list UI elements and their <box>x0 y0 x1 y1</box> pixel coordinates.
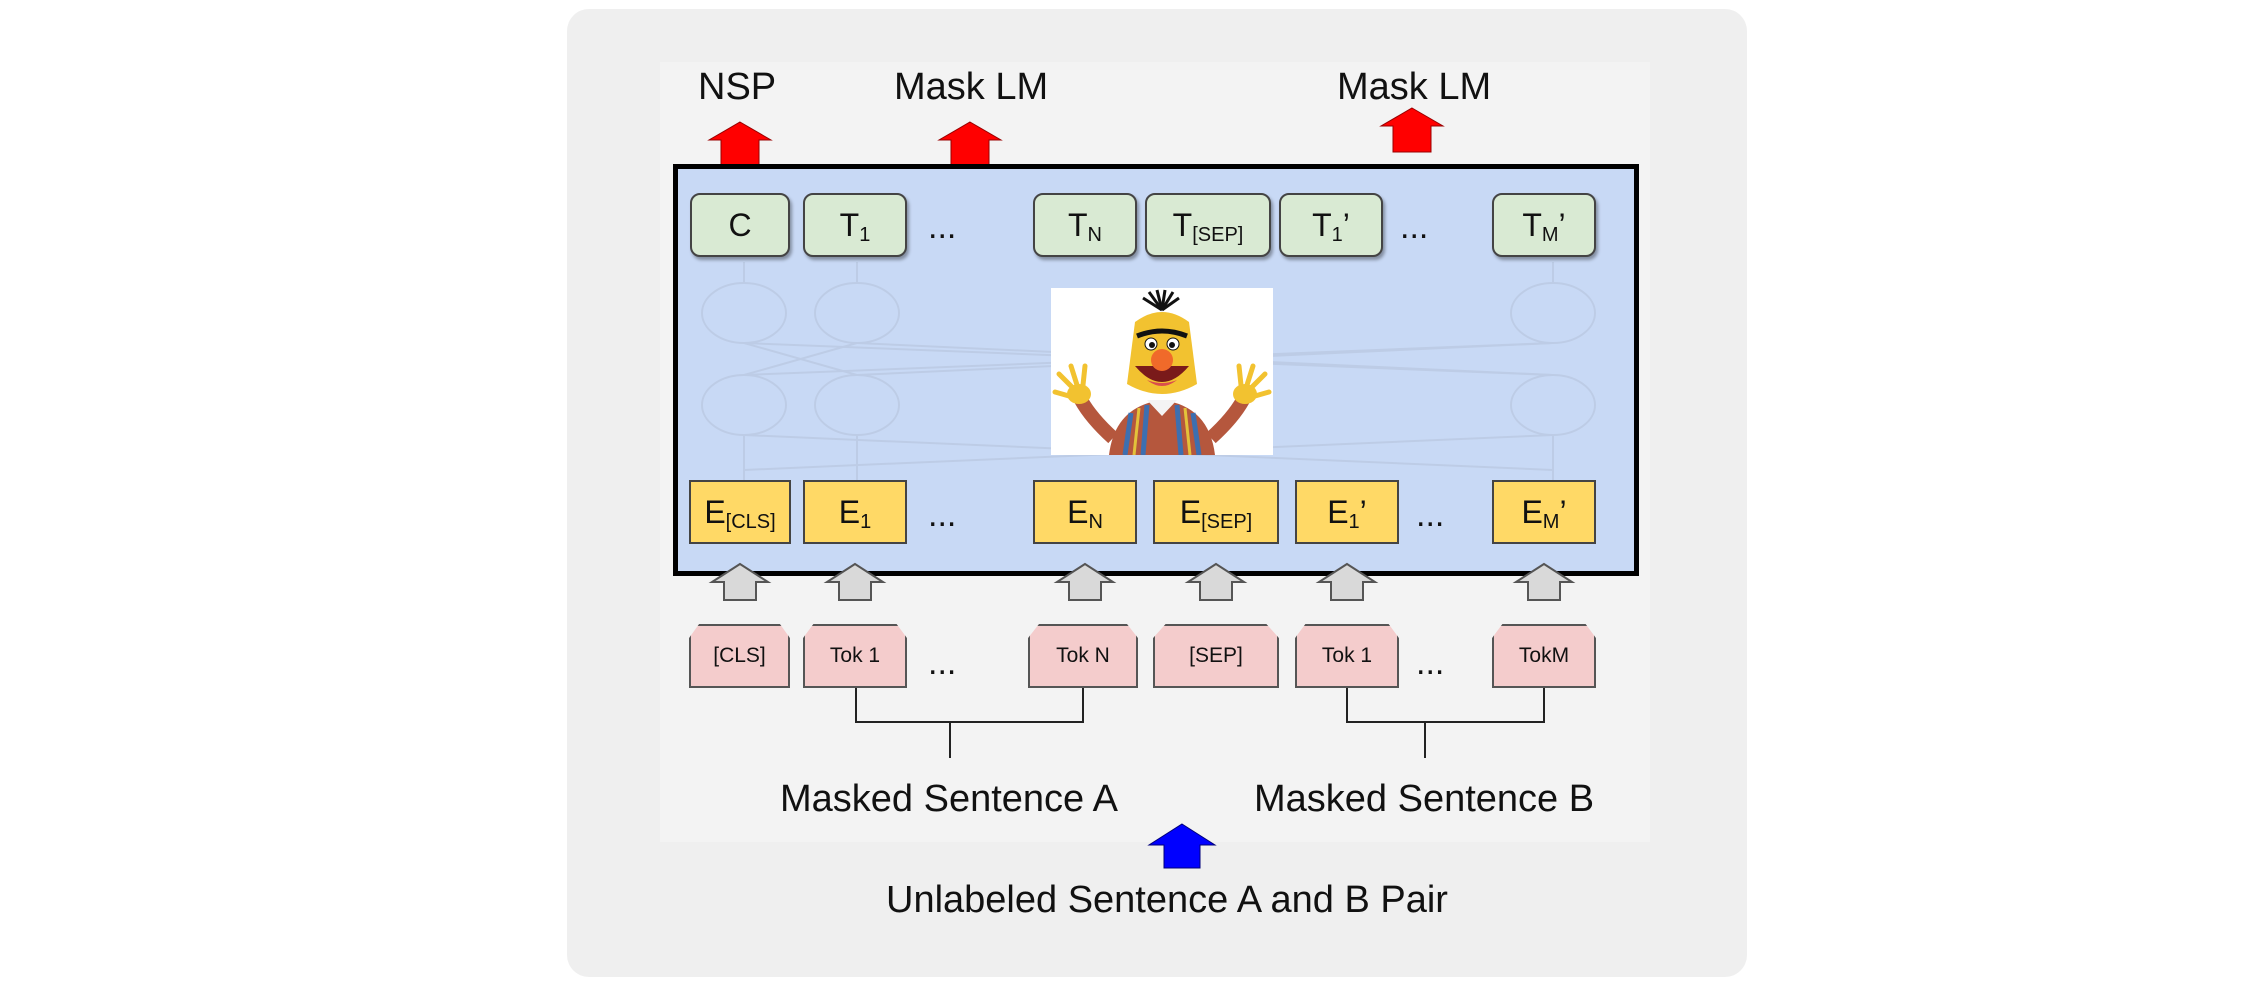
output-ellipsis-1: ... <box>928 208 957 246</box>
up-arrow-gray-icon <box>1184 562 1248 601</box>
up-arrow-gray-icon <box>823 562 887 601</box>
embedding-sep: E[SEP] <box>1153 480 1279 544</box>
token-cls: [CLS] <box>689 624 790 688</box>
bert-muppet-icon <box>1051 288 1273 456</box>
up-arrow-gray-icon <box>708 562 772 601</box>
nsp-label: NSP <box>698 66 777 108</box>
output-token-c: C <box>690 193 790 257</box>
up-arrow-red-icon <box>1379 107 1445 153</box>
sentence-b-bracket <box>1346 688 1545 723</box>
embedding-ellipsis-1: ... <box>928 496 957 534</box>
embedding-cls: E[CLS] <box>689 480 791 544</box>
output-token-tsep: T[SEP] <box>1145 193 1271 257</box>
token-ellipsis-2: ... <box>1416 644 1445 682</box>
output-ellipsis-2: ... <box>1400 208 1429 246</box>
mask-lm-label-2: Mask LM <box>1337 66 1492 108</box>
sentence-a-label: Masked Sentence A <box>780 778 1118 820</box>
token-tokm: TokM <box>1492 624 1596 688</box>
token-ellipsis-1: ... <box>928 644 957 682</box>
embedding-ellipsis-2: ... <box>1416 496 1445 534</box>
mask-lm-label-1: Mask LM <box>894 66 1049 108</box>
token-tok1-a: Tok 1 <box>803 624 907 688</box>
sentence-a-bracket <box>855 688 1084 723</box>
token-tokn: Tok N <box>1028 624 1138 688</box>
token-sep: [SEP] <box>1153 624 1279 688</box>
up-arrow-gray-icon <box>1053 562 1117 601</box>
token-tok1-b: Tok 1 <box>1295 624 1399 688</box>
up-arrow-gray-icon <box>1512 562 1576 601</box>
sentence-b-label: Masked Sentence B <box>1254 778 1595 820</box>
up-arrow-gray-icon <box>1315 562 1379 601</box>
bottom-label: Unlabeled Sentence A and B Pair <box>886 879 1448 921</box>
up-arrow-blue-icon <box>1147 823 1217 869</box>
